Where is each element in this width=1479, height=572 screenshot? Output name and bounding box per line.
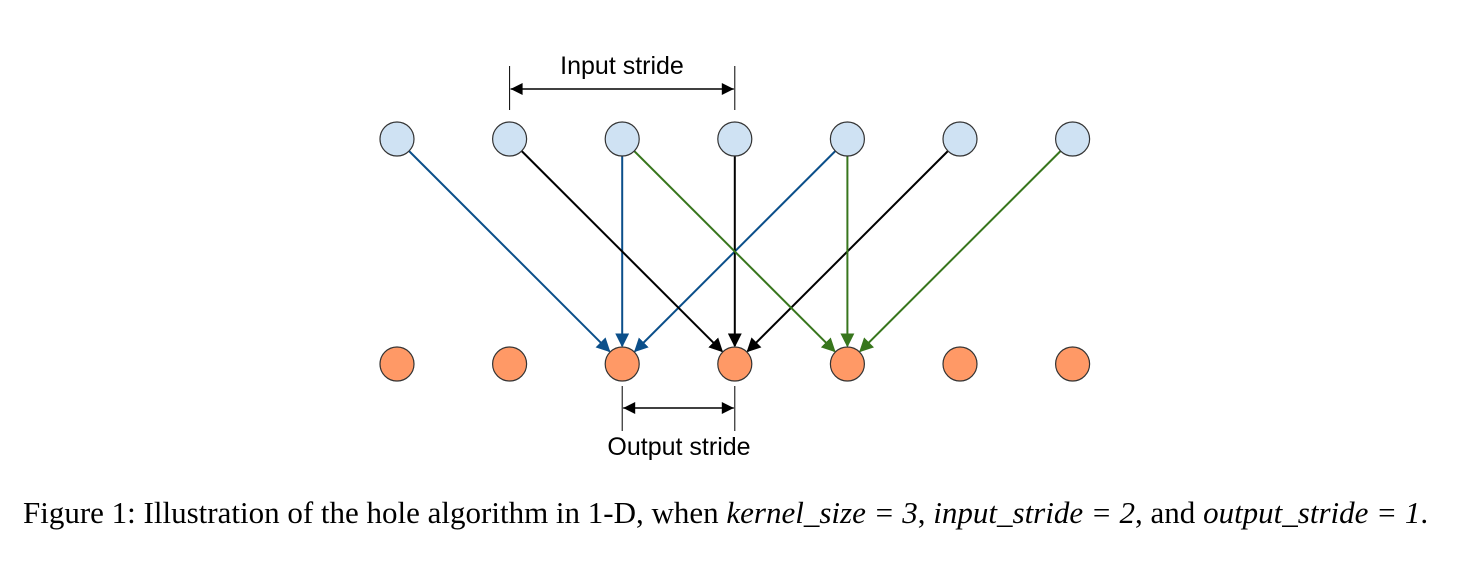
input-stride-label: Input stride (560, 52, 684, 80)
stride-dimensions (509, 66, 736, 431)
caption-prefix: Figure 1: Illustration of the hole algor… (23, 495, 727, 530)
output-stride-label: Output stride (607, 433, 750, 461)
caption-kernel-size: kernel_size = 3 (726, 495, 918, 530)
caption-sep1: , (917, 495, 934, 530)
edges-group (408, 150, 1062, 353)
output-node-6 (1054, 346, 1091, 382)
output-node-0 (379, 346, 415, 382)
input-node-0 (379, 121, 415, 157)
caption-output-stride: output_stride = 1 (1203, 495, 1421, 530)
input-node-3 (717, 121, 753, 157)
edge-green-in6-out4 (859, 150, 1062, 353)
nodes-group (379, 121, 1091, 382)
output-node-5 (942, 346, 978, 382)
edge-green-in2-out4 (633, 150, 836, 353)
input-node-1 (492, 121, 528, 157)
input-node-5 (942, 121, 978, 157)
caption-sep2: , and (1135, 495, 1204, 530)
input-node-6 (1054, 121, 1091, 157)
input-node-4 (829, 121, 866, 157)
input-node-2 (604, 121, 640, 157)
caption-suffix: . (1420, 495, 1429, 530)
edge-black-in1-out3 (520, 150, 724, 353)
edge-blue-in0-out2 (408, 150, 611, 353)
hole-algorithm-diagram: Input stride Output stride (379, 52, 1091, 461)
output-node-2 (604, 346, 640, 382)
output-node-3 (717, 346, 753, 382)
output-node-4 (829, 346, 866, 382)
caption-input-stride: input_stride = 2 (933, 495, 1136, 530)
figure-caption: Figure 1: Illustration of the hole algor… (23, 494, 1448, 532)
output-node-1 (492, 346, 528, 382)
